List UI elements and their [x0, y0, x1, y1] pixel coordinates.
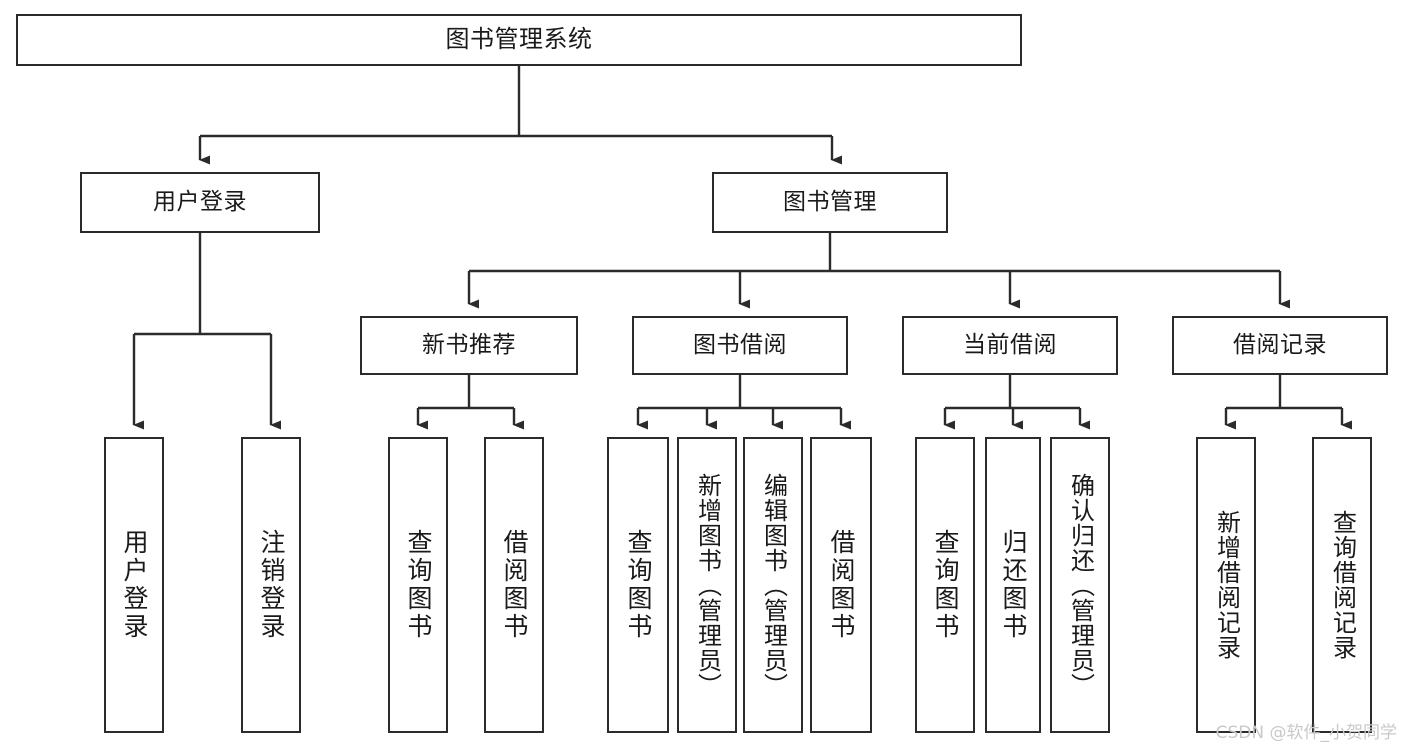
node-label: 借阅图书: [500, 529, 529, 641]
node-leaf-add-borrow-record[interactable]: 新增借阅记录: [1196, 437, 1256, 733]
node-label: 确认归还（管理员）: [1066, 472, 1095, 698]
node-leaf-borrow-book[interactable]: 借阅图书: [810, 437, 872, 733]
node-leaf-add-book-admin[interactable]: 新增图书（管理员）: [677, 437, 737, 733]
node-label: 借阅记录: [1233, 332, 1327, 359]
node-label: 当前借阅: [963, 332, 1057, 359]
node-leaf-logout[interactable]: 注销登录: [241, 437, 301, 733]
node-root-system[interactable]: 图书管理系统: [16, 14, 1022, 66]
node-label: 图书管理系统: [445, 25, 593, 54]
node-leaf-query-book-rec[interactable]: 查询图书: [388, 437, 448, 733]
node-label: 借阅图书: [827, 529, 856, 641]
node-label: 查询图书: [624, 529, 653, 641]
node-label: 用户登录: [153, 189, 247, 216]
node-leaf-query-book-current[interactable]: 查询图书: [915, 437, 975, 733]
node-new-book-recommend[interactable]: 新书推荐: [360, 316, 578, 375]
node-label: 新书推荐: [422, 332, 516, 359]
node-leaf-return-book[interactable]: 归还图书: [985, 437, 1041, 733]
node-book-borrow[interactable]: 图书借阅: [632, 316, 848, 375]
node-label: 查询图书: [931, 529, 960, 641]
node-user-login[interactable]: 用户登录: [80, 172, 320, 233]
node-label: 归还图书: [999, 529, 1028, 641]
node-leaf-user-login[interactable]: 用户登录: [104, 437, 164, 733]
node-leaf-confirm-return-admin[interactable]: 确认归还（管理员）: [1050, 437, 1110, 733]
node-leaf-query-borrow-record[interactable]: 查询借阅记录: [1312, 437, 1372, 733]
node-leaf-edit-book-admin[interactable]: 编辑图书（管理员）: [743, 437, 803, 733]
node-label: 查询借阅记录: [1328, 510, 1357, 660]
node-label: 编辑图书（管理员）: [759, 472, 788, 698]
node-label: 图书借阅: [693, 332, 787, 359]
node-label: 注销登录: [257, 529, 286, 641]
node-leaf-query-book-borrow[interactable]: 查询图书: [607, 437, 669, 733]
node-label: 查询图书: [404, 529, 433, 641]
node-leaf-borrow-book-rec[interactable]: 借阅图书: [484, 437, 544, 733]
node-borrow-record[interactable]: 借阅记录: [1172, 316, 1388, 375]
node-label: 新增图书（管理员）: [693, 472, 722, 698]
node-label: 用户登录: [120, 529, 149, 641]
node-book-management[interactable]: 图书管理: [712, 172, 948, 233]
node-label: 图书管理: [783, 189, 877, 216]
node-current-borrow[interactable]: 当前借阅: [902, 316, 1118, 375]
node-label: 新增借阅记录: [1212, 510, 1241, 660]
